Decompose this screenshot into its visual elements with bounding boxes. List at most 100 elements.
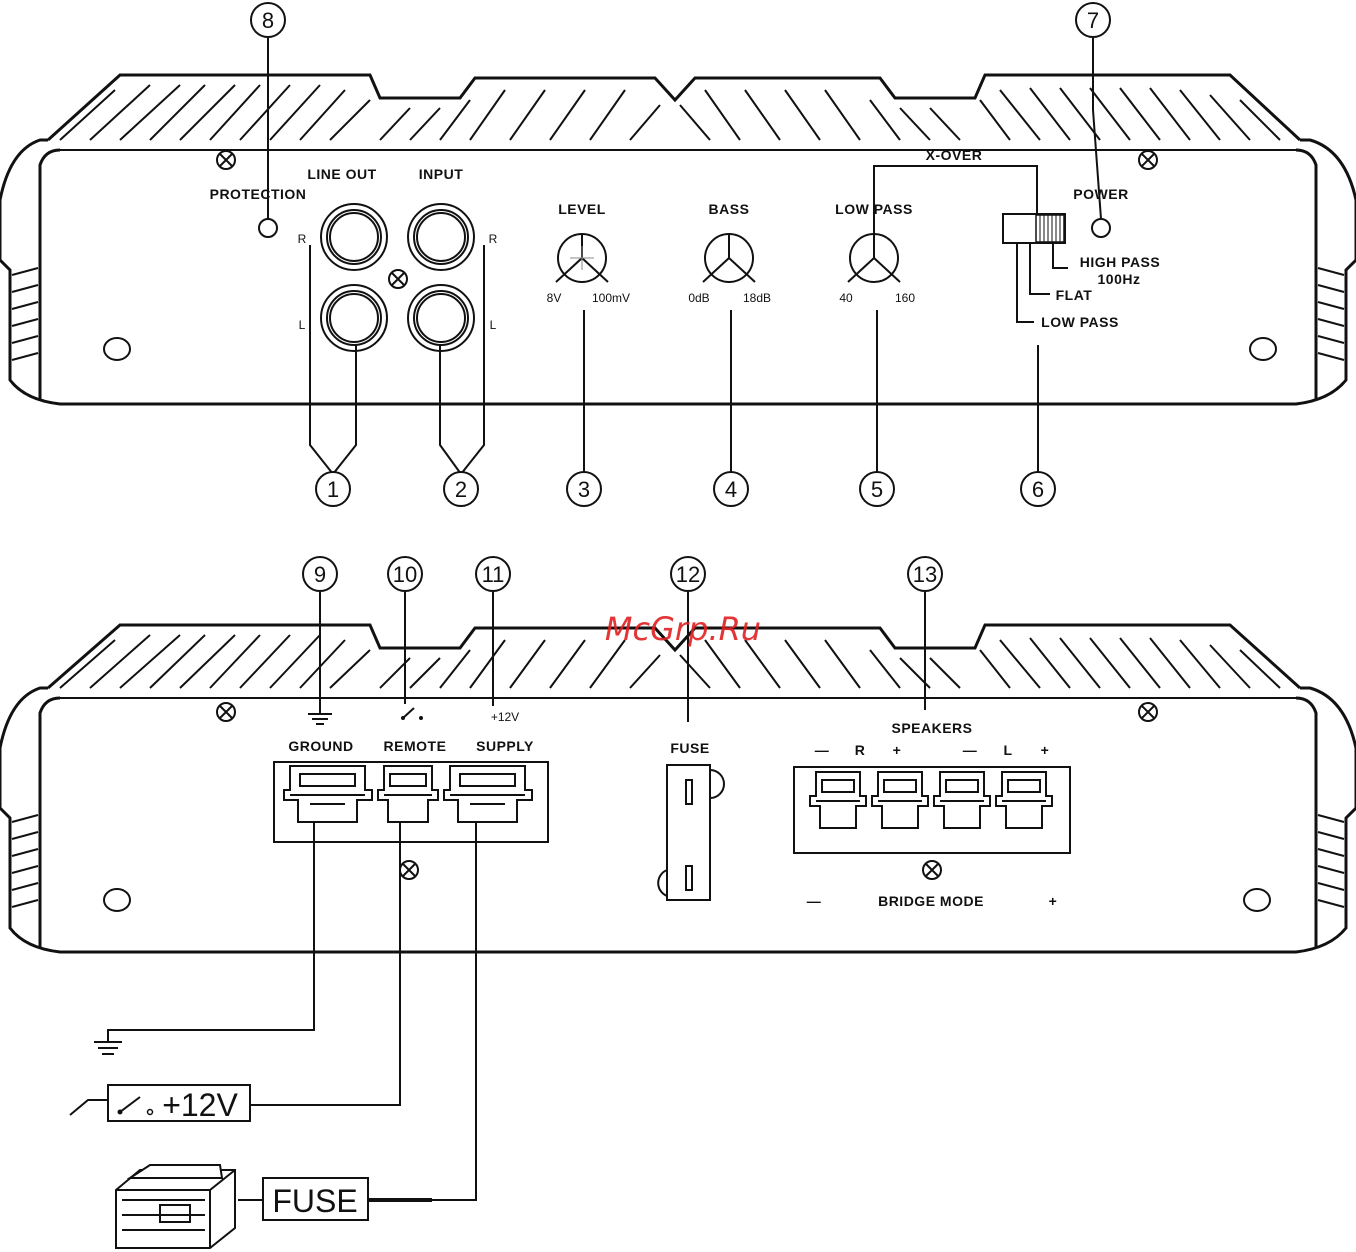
callout-6: 6 (1021, 472, 1055, 506)
remote-terminal[interactable] (378, 766, 438, 822)
svg-text:5: 5 (871, 477, 883, 502)
screw-icon (217, 703, 235, 721)
svg-text:8: 8 (262, 8, 274, 33)
svg-text:12: 12 (676, 562, 700, 587)
fuse-label: FUSE (670, 740, 709, 756)
screw-icon (1139, 151, 1157, 169)
bridge-plus-label: + (1049, 893, 1058, 909)
callout-13: 13 (908, 557, 942, 591)
top-side-fins-left (12, 268, 38, 360)
x-over-switch[interactable] (1003, 214, 1065, 243)
battery-icon (116, 1165, 235, 1248)
low-pass-knob[interactable] (848, 234, 900, 282)
top-side-fins-right (1318, 268, 1344, 360)
mount-hole (1250, 338, 1276, 360)
bottom-side-fins-left (12, 815, 38, 907)
low-pass-max-label: 160 (895, 291, 915, 305)
speakers-label: SPEAKERS (891, 720, 972, 736)
screw-icon (400, 861, 418, 879)
speaker-l-minus-label: — (963, 742, 978, 758)
remote-voltage-label: +12V (162, 1087, 238, 1123)
speaker-r-label: R (855, 742, 866, 758)
svg-text:3: 3 (578, 477, 590, 502)
ground-symbol-icon (94, 1042, 122, 1054)
supply-label: SUPPLY (476, 738, 534, 754)
input-label: INPUT (419, 166, 464, 182)
rca-jack-line-out-r[interactable] (321, 204, 387, 270)
svg-text:10: 10 (393, 562, 417, 587)
callout-2: 2 (444, 472, 478, 506)
rca-jack-input-l[interactable] (408, 285, 474, 351)
svg-text:1: 1 (327, 477, 339, 502)
mount-hole (104, 338, 130, 360)
high-pass-freq-label: 100Hz (1098, 271, 1141, 287)
bass-max-label: 18dB (743, 291, 771, 305)
bridge-minus-label: — (807, 893, 822, 909)
mount-hole (1244, 889, 1270, 911)
ground-symbol-icon (308, 700, 332, 724)
speaker-l-plus-label: + (1041, 742, 1050, 758)
screw-icon (217, 151, 235, 169)
ground-label: GROUND (288, 738, 353, 754)
callout-8: 8 (251, 3, 285, 37)
callout-5: 5 (860, 472, 894, 506)
level-max-label: 100mV (592, 291, 630, 305)
plus-12v-label: +12V (491, 710, 519, 724)
bridge-mode-label: BRIDGE MODE (878, 893, 984, 909)
wiring: +12V FUSE (70, 822, 476, 1248)
svg-text:11: 11 (482, 562, 505, 587)
svg-text:7: 7 (1087, 8, 1099, 33)
bottom-side-fins-right (1318, 815, 1344, 907)
rca-jack-input-r[interactable] (408, 204, 474, 270)
screw-icon (389, 270, 407, 288)
high-pass-label: HIGH PASS (1080, 254, 1160, 270)
low-pass-switch-label: LOW PASS (1041, 314, 1119, 330)
callout-3: 3 (567, 472, 601, 506)
line-out-label: LINE OUT (307, 166, 376, 182)
l-label: L (490, 318, 497, 332)
remote-label: REMOTE (384, 738, 447, 754)
level-min-label: 8V (547, 291, 562, 305)
callout-10: 10 (388, 557, 422, 591)
callout-1: 1 (316, 472, 350, 506)
power-label: POWER (1073, 186, 1128, 202)
screw-icon (923, 861, 941, 879)
power-led-icon (1092, 219, 1110, 237)
callout-7: 7 (1076, 3, 1110, 37)
remote-switch-icon (401, 708, 423, 720)
callout-9: 9 (303, 557, 337, 591)
flat-label: FLAT (1056, 287, 1093, 303)
speaker-r-plus-label: + (893, 742, 902, 758)
callout-12: 12 (671, 557, 705, 591)
low-pass-min-label: 40 (839, 291, 853, 305)
svg-text:6: 6 (1032, 477, 1044, 502)
inline-fuse-label: FUSE (272, 1183, 357, 1219)
screw-icon (1139, 703, 1157, 721)
top-amplifier-panel: PROTECTION LINE OUT INPUT R L R L LEVEL … (0, 3, 1356, 506)
speaker-r-minus-label: — (815, 742, 830, 758)
callout-4: 4 (714, 472, 748, 506)
svg-text:9: 9 (314, 562, 326, 587)
r-label: R (489, 232, 498, 246)
r-label: R (298, 232, 307, 246)
fuse-holder[interactable] (658, 765, 724, 900)
l-label: L (299, 318, 306, 332)
bass-min-label: 0dB (688, 291, 709, 305)
svg-text:4: 4 (725, 477, 737, 502)
bass-label: BASS (709, 201, 750, 217)
svg-text:2: 2 (455, 477, 467, 502)
protection-led-icon (259, 219, 277, 237)
level-knob[interactable] (556, 234, 608, 282)
callout-11: 11 (476, 557, 510, 591)
svg-text:13: 13 (913, 562, 937, 587)
bass-knob[interactable] (703, 234, 755, 282)
rca-jack-line-out-l[interactable] (321, 285, 387, 351)
protection-label: PROTECTION (210, 186, 307, 202)
mount-hole (104, 889, 130, 911)
speaker-l-label: L (1003, 742, 1012, 758)
watermark: McGrp.Ru (605, 610, 761, 648)
level-label: LEVEL (558, 201, 606, 217)
x-over-label: X-OVER (926, 147, 983, 163)
